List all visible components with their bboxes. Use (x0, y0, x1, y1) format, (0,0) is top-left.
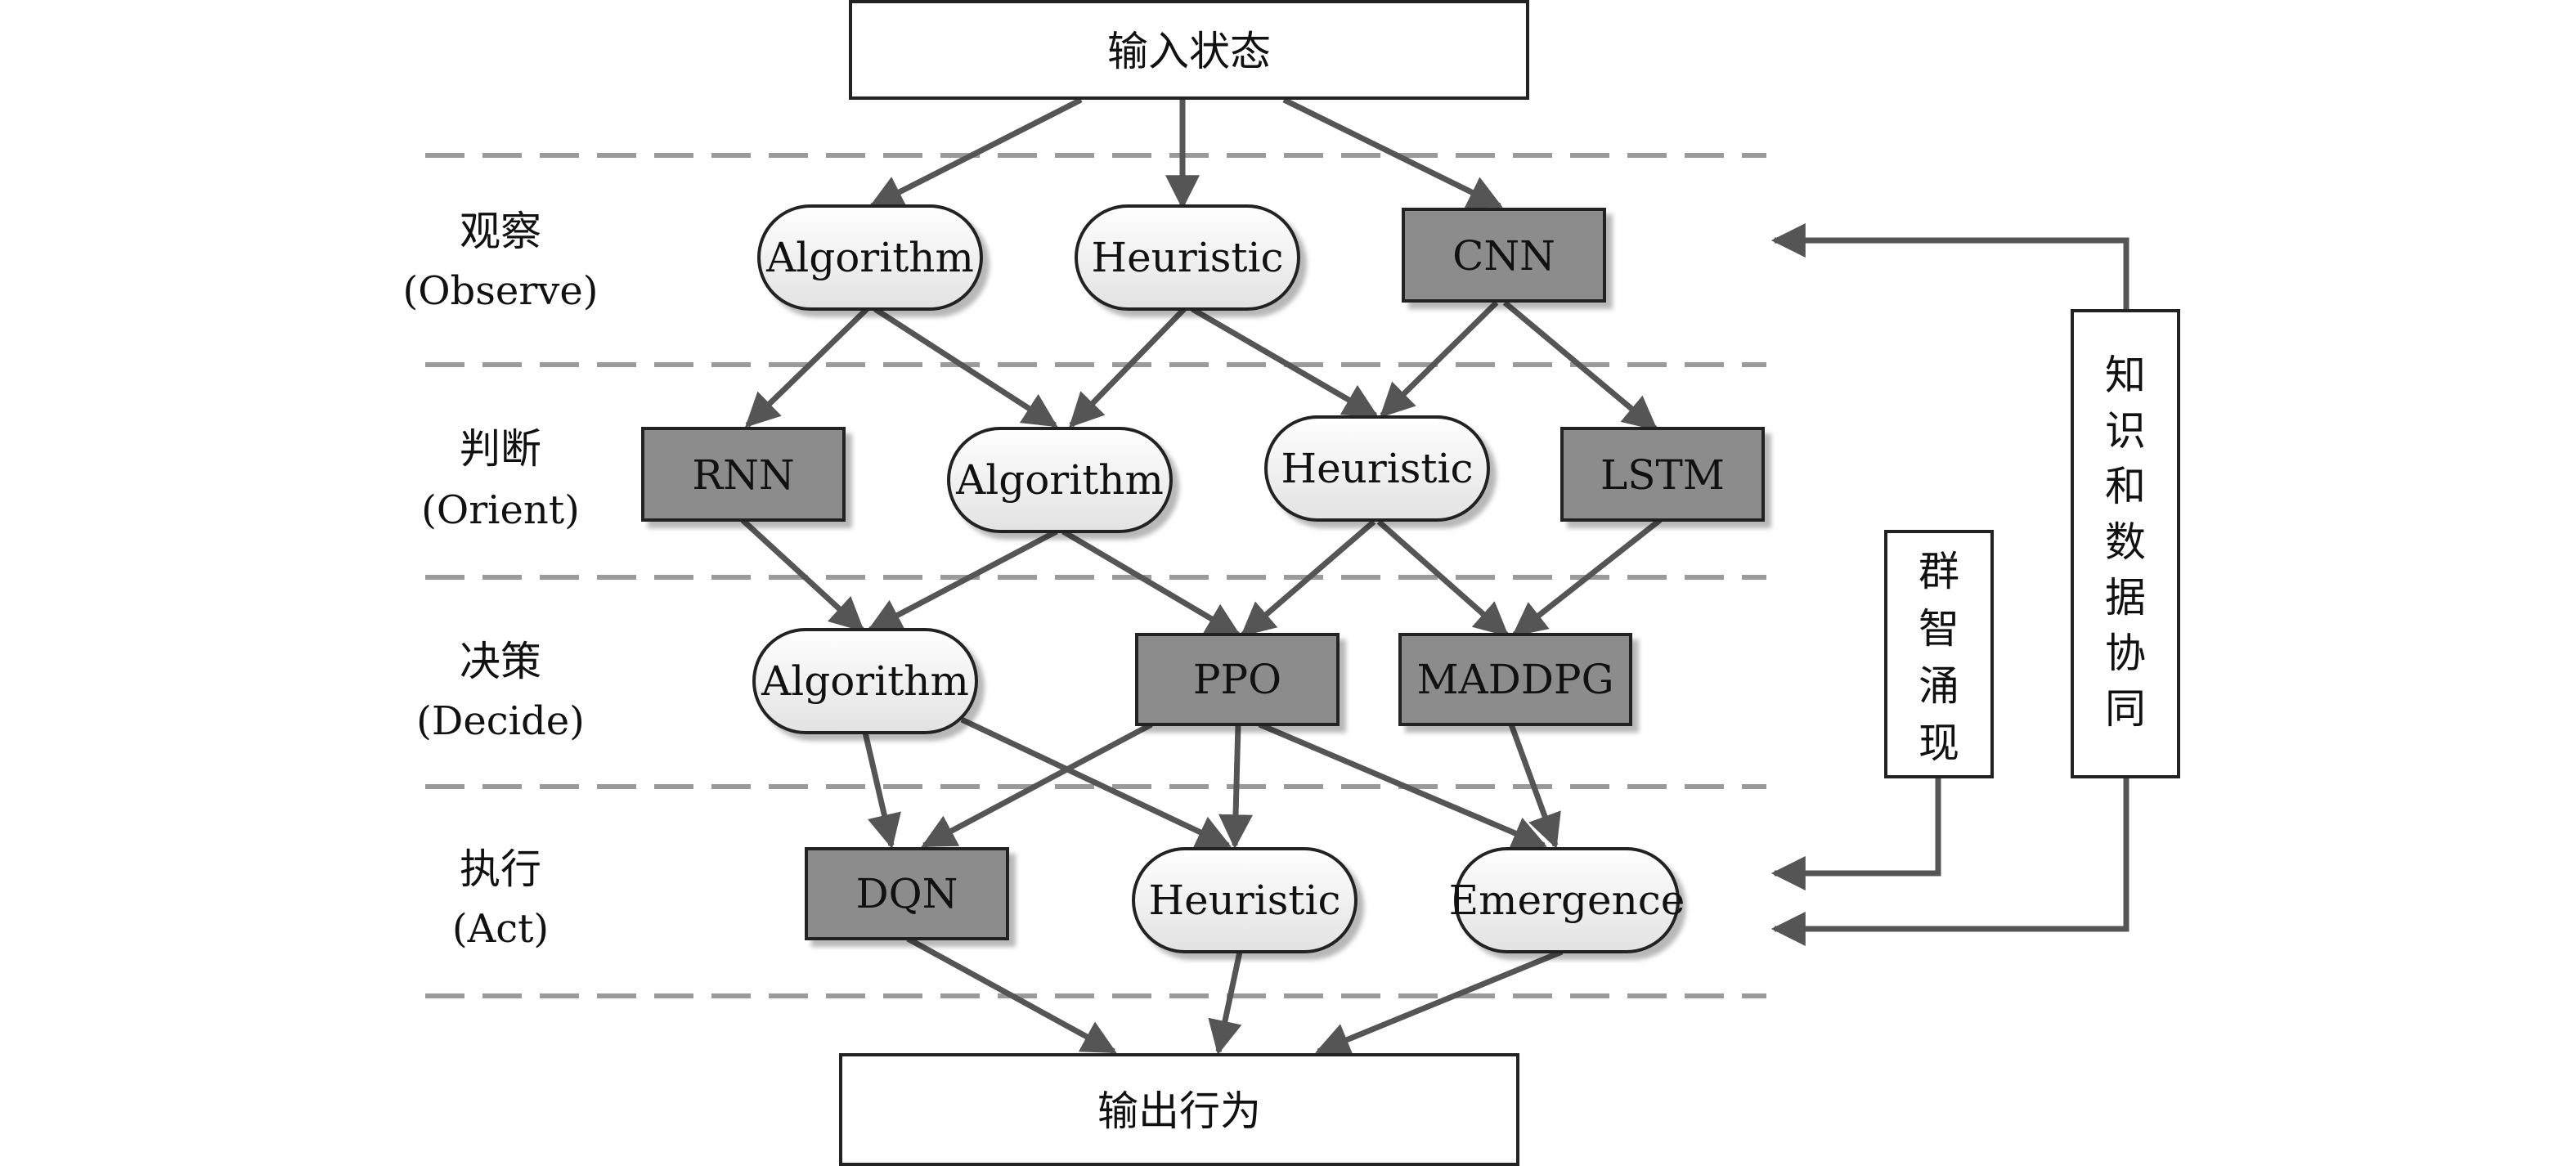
node-o-heu-label: Heuristic (1091, 234, 1283, 281)
stage-observe-en: (Observe) (402, 268, 598, 314)
stage-decide-en: (Decide) (416, 698, 585, 744)
output-label: 输出行为 (1097, 1088, 1261, 1135)
node-a-dqn-label: DQN (856, 870, 958, 917)
node-a-dqn (805, 847, 1009, 940)
knowledge-char-4: 数 (2105, 518, 2146, 566)
knowledge-char-7: 同 (2105, 685, 2146, 733)
arrow-o-cnn-to-r-lstm (1502, 300, 1658, 431)
node-d-alg-label: Algorithm (761, 657, 969, 705)
node-r-lstm-label: LSTM (1600, 451, 1725, 499)
stage-decide-cn: 决策 (460, 638, 541, 685)
flow-arrows (740, 96, 2129, 1056)
knowledge-char-3: 和 (2105, 463, 2146, 510)
arrow-d-alg-to-a-dqn (862, 732, 901, 850)
node-o-cnn-label: CNN (1452, 232, 1555, 280)
node-r-rnn (641, 427, 846, 522)
stage-labels: 观察 (Observe) 判断 (Orient) 决策 (Decide) 执行 … (402, 208, 598, 952)
arrow-a-heu-to-output (1208, 951, 1243, 1056)
swarm-char-2: 智 (1919, 605, 1959, 653)
node-o-alg (757, 204, 983, 311)
stage-orient-en: (Orient) (421, 487, 580, 533)
arrow-o-alg-to-r-alg (873, 307, 1058, 428)
arrow-d-ppo-to-a-emg (1258, 721, 1547, 850)
swarm-emergence-box: 群 智 涌 现 (1884, 530, 1994, 778)
node-o-cnn (1402, 208, 1606, 303)
arrow-swarm-to-act (1770, 777, 1941, 890)
arrow-a-emg-to-output (1315, 948, 1564, 1056)
arrow-knowledge-to-act (1770, 777, 2129, 946)
knowledge-char-6: 协 (2105, 630, 2146, 677)
arrow-r-heu-to-d-maddpg (1376, 519, 1510, 637)
node-d-maddpg (1398, 633, 1632, 726)
arrow-d-alg-to-a-heu (960, 716, 1232, 849)
arrow-o-heu-to-r-heu (1191, 306, 1379, 419)
stage-act-en: (Act) (452, 906, 549, 952)
swarm-char-3: 涌 (1919, 662, 1959, 710)
arrow-r-alg-to-d-alg (867, 528, 1058, 633)
swarm-char-4: 现 (1919, 720, 1959, 767)
node-d-maddpg-label: MADDPG (1416, 656, 1613, 703)
arrow-d-ppo-to-a-heu (1218, 724, 1254, 850)
node-a-emg-label: Emergence (1449, 877, 1685, 924)
knowledge-char-2: 识 (2105, 407, 2146, 455)
node-o-alg-label: Algorithm (765, 234, 974, 281)
node-o-heu (1075, 204, 1300, 311)
arrow-input-to-o-cnn (1282, 96, 1503, 209)
arrow-o-heu-to-r-alg (1069, 307, 1187, 428)
node-r-lstm (1560, 427, 1765, 522)
node-d-ppo-label: PPO (1193, 656, 1281, 703)
stage-observe-cn: 观察 (460, 208, 541, 255)
stage-orient-cn: 判断 (460, 425, 541, 473)
arrow-input-to-o-alg (868, 96, 1083, 209)
node-d-alg (752, 628, 978, 734)
input-box: 输入状态 (849, 0, 1529, 100)
node-a-emg (1454, 847, 1680, 953)
arrow-r-rnn-to-d-alg (740, 518, 865, 632)
arrow-a-dqn-to-output (906, 935, 1117, 1055)
node-r-alg (947, 427, 1173, 533)
arrow-r-lstm-to-d-maddpg (1511, 518, 1663, 637)
arrow-r-alg-to-d-ppo (1061, 528, 1241, 638)
swarm-char-1: 群 (1919, 548, 1959, 595)
arrow-r-heu-to-d-ppo (1240, 519, 1376, 637)
node-r-heu-label: Heuristic (1281, 445, 1473, 492)
node-a-heu-label: Heuristic (1148, 877, 1340, 924)
input-label: 输入状态 (1107, 28, 1271, 75)
stage-act-cn: 执行 (460, 845, 541, 893)
knowledge-char-5: 据 (2105, 574, 2146, 621)
knowledge-char-1: 知 (2105, 352, 2146, 399)
arrow-d-ppo-to-a-dqn (921, 721, 1153, 849)
output-box: 输出行为 (839, 1053, 1519, 1166)
node-a-heu (1132, 847, 1358, 953)
node-r-heu (1264, 415, 1490, 522)
arrow-knowledge-to-observe (1770, 223, 2129, 311)
arrow-o-alg-to-r-rnn (744, 307, 869, 428)
node-r-alg-label: Algorithm (955, 456, 1164, 504)
arrow-o-cnn-to-r-heu (1380, 300, 1499, 418)
stage-dividers (425, 153, 1766, 998)
arrow-d-maddpg-to-a-emg (1508, 723, 1561, 849)
knowledge-collab-box: 知 识 和 数 据 协 同 (2071, 309, 2180, 778)
node-d-ppo (1135, 633, 1340, 726)
node-r-rnn-label: RNN (692, 451, 794, 499)
